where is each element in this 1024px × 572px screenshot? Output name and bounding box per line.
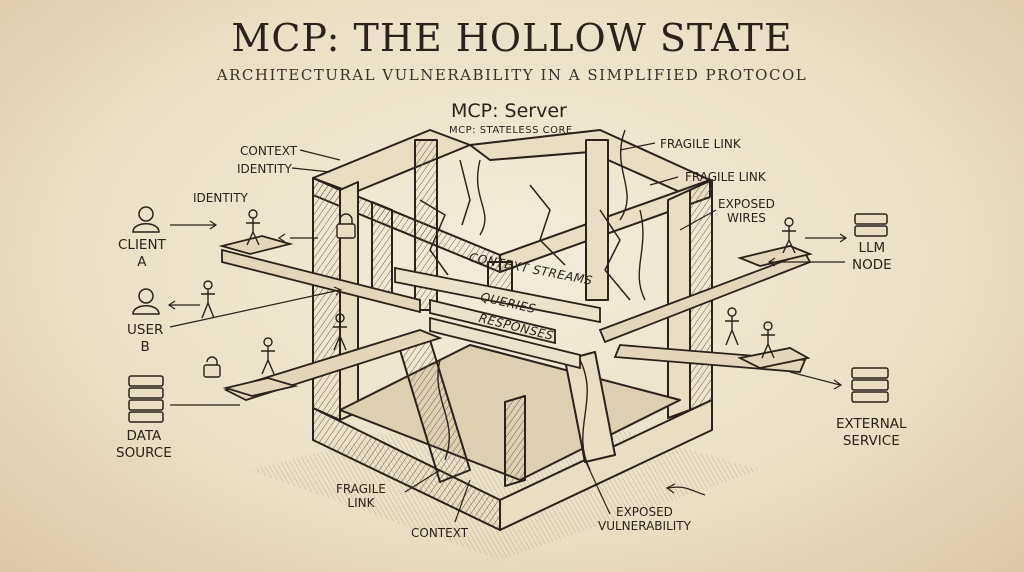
padlock-icon (203, 356, 221, 378)
callout-context-top: CONTEXT (240, 144, 298, 158)
server-stack-icon (851, 367, 889, 403)
server-subtitle: MCP: STATELESS CORE (449, 125, 573, 136)
node-client-a: CLIENT A (118, 237, 166, 270)
callout-fragile-link-bottom: FRAGILE LINK (336, 482, 386, 510)
walking-figures (201, 209, 796, 375)
callout-exposed-vulnerability: EXPOSED VULNERABILITY (598, 505, 691, 533)
callout-context-bottom: CONTEXT (411, 526, 469, 540)
node-external-service: EXTERNAL SERVICE (836, 416, 907, 449)
person-icon (132, 206, 160, 233)
bridges (218, 235, 813, 401)
callout-fragile-link-2: FRAGILE LINK (685, 170, 766, 184)
page-title: MCP: THE HOLLOW STATE (231, 16, 793, 60)
page-subtitle: ARCHITECTURAL VULNERABILITY IN A SIMPLIF… (216, 66, 808, 84)
server-title: MCP: Server (451, 100, 567, 122)
server-stack-icon (854, 213, 888, 237)
node-user-b: USER B (127, 322, 164, 355)
stream-ribbons (394, 266, 601, 370)
person-icon (132, 288, 160, 315)
exposed-wires (437, 129, 646, 471)
node-llm-node: LLM NODE (852, 240, 892, 273)
node-data-source: DATA SOURCE (116, 428, 172, 461)
callout-identity-top: IDENTITY (237, 162, 292, 176)
callout-fragile-link-1: FRAGILE LINK (660, 137, 741, 151)
flow-arrows (167, 142, 848, 523)
padlock-icon (336, 213, 356, 239)
server-stack-icon (128, 375, 164, 423)
callout-identity-left: IDENTITY (193, 191, 248, 205)
callout-exposed-wires: EXPOSED WIRES (718, 197, 775, 225)
